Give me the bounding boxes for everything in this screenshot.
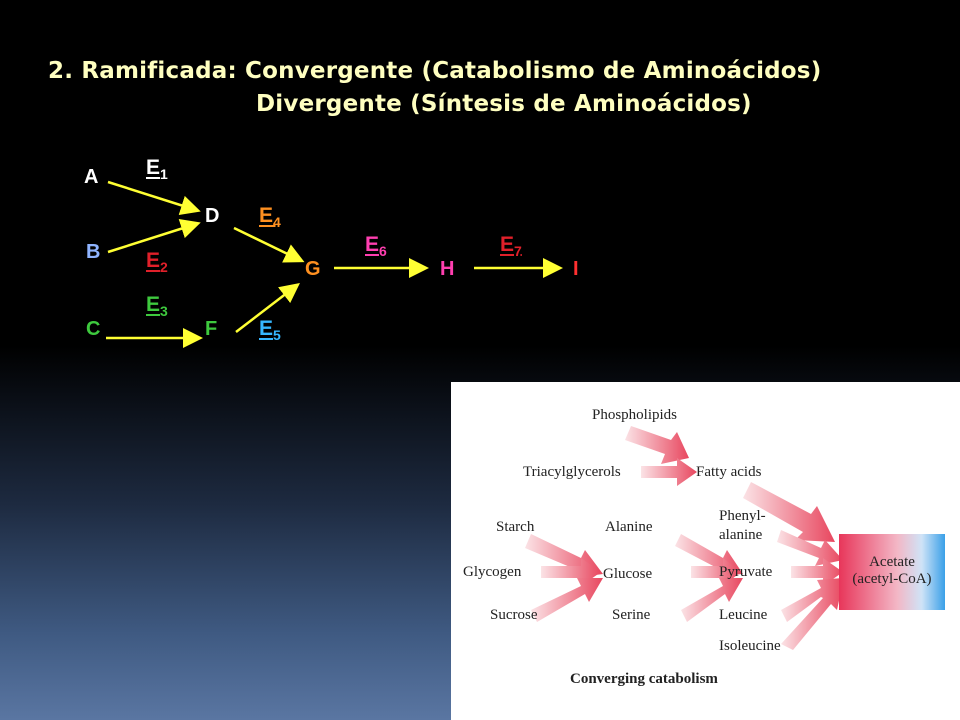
node-c: C	[86, 318, 101, 340]
arrow-d-g	[233, 226, 305, 263]
title-line-2: Divergente (Síntesis de Aminoácidos)	[256, 91, 752, 117]
converging-catabolism-figure: Phospholipids Triacylglycerols Fatty aci…	[451, 382, 960, 720]
arrow-triacyl-fatty	[641, 458, 697, 486]
arrow-f-g	[235, 282, 300, 333]
enzyme-e3: E3	[146, 293, 168, 320]
enzyme-e6: E6	[365, 233, 387, 260]
enzyme-e4: E4	[259, 204, 281, 231]
title-line-1: 2. Ramificada: Convergente (Catabolismo …	[48, 58, 822, 84]
arrow-sucrose-glucose	[531, 578, 603, 622]
enzyme-e5: E5	[259, 317, 281, 344]
label-acetate: Acetate (acetyl-CoA)	[839, 554, 945, 588]
node-i: I	[573, 258, 579, 280]
arrow-serine-pyruvate	[681, 578, 743, 622]
catabolism-arrows	[525, 426, 945, 650]
node-h: H	[440, 258, 455, 280]
acetate-box	[839, 534, 945, 610]
label-acetate-line-2: (acetyl-CoA)	[852, 571, 932, 587]
arrow-isoleucine-acetate	[781, 582, 843, 650]
node-g: G	[305, 258, 321, 280]
label-glucose: Glucose	[603, 566, 653, 582]
label-isoleucine: Isoleucine	[719, 638, 781, 654]
pathway-arrows	[106, 180, 563, 348]
label-phospholipids: Phospholipids	[592, 407, 678, 423]
node-a: A	[84, 166, 99, 188]
arrow-phenylalanine-acetate	[777, 530, 843, 566]
label-triacylglycerols: Triacylglycerols	[523, 464, 621, 480]
node-f: F	[205, 318, 218, 340]
enzyme-e2: E2	[146, 249, 168, 276]
node-b: B	[86, 241, 101, 263]
label-fatty-acids: Fatty acids	[696, 464, 762, 480]
arrow-b-d	[107, 219, 201, 254]
enzyme-e7: E7	[500, 233, 522, 260]
figure-caption: Converging catabolism	[570, 671, 718, 687]
label-serine: Serine	[612, 607, 651, 623]
label-glycogen: Glycogen	[463, 564, 522, 580]
label-starch: Starch	[496, 519, 535, 535]
arrow-phospholipids-fatty	[625, 426, 689, 464]
label-phenylalanine-1: Phenyl-	[719, 508, 766, 524]
label-alanine: Alanine	[605, 519, 653, 535]
label-leucine: Leucine	[719, 607, 768, 623]
label-pyruvate: Pyruvate	[719, 564, 773, 580]
label-acetate-line-1: Acetate	[869, 554, 915, 570]
arrow-fatty-acetate	[743, 482, 835, 542]
arrow-a-d	[107, 180, 201, 215]
label-phenylalanine-2: alanine	[719, 527, 763, 543]
label-sucrose: Sucrose	[490, 607, 538, 623]
enzyme-e1: E1	[146, 156, 168, 183]
node-d: D	[205, 205, 220, 227]
